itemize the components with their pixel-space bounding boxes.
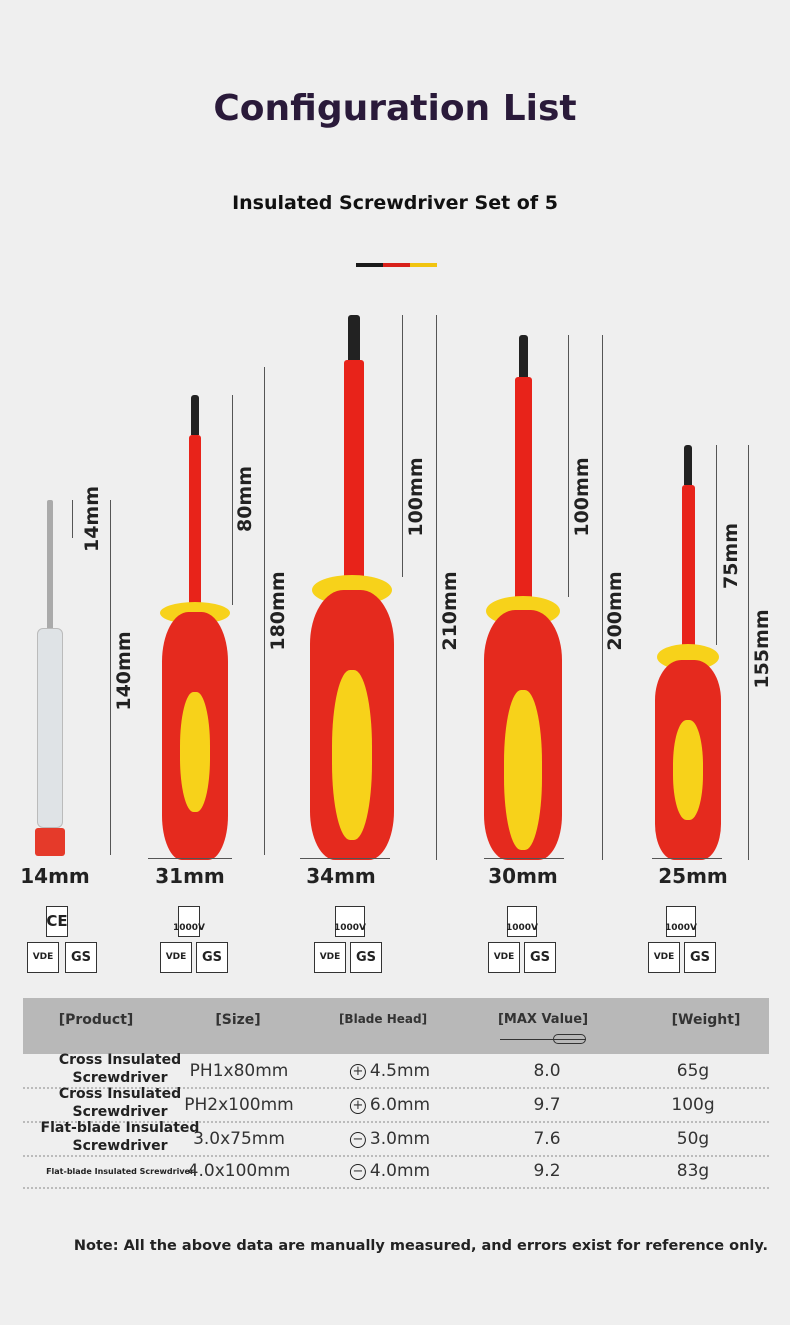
- product-name: Cross Insulated Screwdriver: [58, 1052, 182, 1086]
- table-row: Cross Insulated Screwdriver PH1x80mm +4.…: [23, 1052, 769, 1089]
- vde-mark-icon: VDE: [488, 942, 520, 973]
- page-title: Configuration List: [213, 88, 577, 129]
- blade-head-value: 3.0mm: [369, 1129, 431, 1149]
- max-value: 9.7: [533, 1095, 561, 1115]
- sd3-length-dimension: 200mm: [604, 571, 626, 651]
- vde-mark-icon: VDE: [314, 942, 346, 973]
- tester-width: 14mm: [20, 864, 90, 888]
- dimension-line: [602, 335, 603, 860]
- max-value: 8.0: [533, 1061, 561, 1081]
- weight: 83g: [676, 1161, 710, 1181]
- weight: 65g: [676, 1061, 710, 1081]
- gs-mark-icon: GS: [684, 942, 716, 973]
- minus-circle-icon: −: [349, 1164, 366, 1180]
- blade-head: −4.0mm: [349, 1161, 431, 1181]
- minus-circle-icon: −: [349, 1132, 366, 1148]
- weight: 50g: [676, 1129, 710, 1149]
- dimension-line: [484, 858, 564, 859]
- dimension-line: [148, 858, 232, 859]
- ce-mark-icon: CE: [46, 906, 68, 937]
- sd1-width: 31mm: [155, 864, 225, 888]
- size: PH2x100mm: [184, 1095, 294, 1115]
- table-row: Flat-blade Insulated Screwdriver 3.0x75m…: [23, 1120, 769, 1157]
- gs-mark-icon: GS: [350, 942, 382, 973]
- accent-bar-black: [356, 263, 383, 267]
- dimension-line: [300, 858, 390, 859]
- dimension-line: [748, 445, 749, 860]
- sd2-width: 34mm: [306, 864, 376, 888]
- sd4-length-dimension: 155mm: [751, 609, 773, 689]
- sd3-width: 30mm: [488, 864, 558, 888]
- dimension-line: [110, 500, 111, 855]
- dimension-line: [72, 500, 73, 538]
- screwdriver-diagram-icon: [500, 1039, 586, 1040]
- accent-bar-yellow: [410, 263, 437, 267]
- screwdriver-handle-icon: [553, 1034, 586, 1044]
- table-row: Cross Insulated Screwdriver PH2x100mm +6…: [23, 1086, 769, 1123]
- blade-head-value: 4.5mm: [369, 1061, 431, 1081]
- gs-mark-icon: GS: [196, 942, 228, 973]
- dimension-line: [402, 315, 403, 577]
- blade-head-value: 6.0mm: [369, 1095, 431, 1115]
- dimension-line: [436, 315, 437, 860]
- dimension-line: [568, 335, 569, 597]
- blade-head-value: 4.0mm: [369, 1161, 431, 1181]
- sd1-blade-dimension: 80mm: [234, 465, 256, 533]
- header-max-value: [MAX Value]: [497, 1012, 589, 1027]
- tester-length-dimension: 140mm: [113, 631, 135, 711]
- dimension-line: [716, 445, 717, 645]
- weight: 100g: [671, 1095, 715, 1115]
- table-row: Flat-blade Insulated Screwdriver 4.0x100…: [23, 1157, 769, 1189]
- dimension-line: [232, 395, 233, 605]
- dimension-line: [264, 367, 265, 855]
- sd1-length-dimension: 180mm: [267, 571, 289, 651]
- gs-mark-icon: GS: [65, 942, 97, 973]
- sd2-blade-dimension: 100mm: [405, 457, 427, 537]
- accent-bar-red: [383, 263, 410, 267]
- plus-circle-icon: +: [349, 1064, 366, 1080]
- max-value: 7.6: [533, 1129, 561, 1149]
- voltage-1000v-icon: 1000V: [334, 906, 366, 937]
- vde-mark-icon: VDE: [160, 942, 192, 973]
- sd2-length-dimension: 210mm: [439, 571, 461, 651]
- max-value: 9.2: [533, 1161, 561, 1181]
- size: 3.0x75mm: [193, 1129, 285, 1149]
- sd3-blade-dimension: 100mm: [571, 457, 593, 537]
- product-name: Cross Insulated Screwdriver: [58, 1086, 182, 1120]
- gs-mark-icon: GS: [524, 942, 556, 973]
- disclaimer-note: Note: All the above data are manually me…: [73, 1238, 768, 1254]
- header-blade-head: [Blade Head]: [338, 1012, 428, 1026]
- product-name: Flat-blade Insulated Screwdriver: [46, 1167, 194, 1176]
- dimension-line: [652, 858, 722, 859]
- sd4-blade-dimension: 75mm: [720, 522, 742, 590]
- blade-head: +6.0mm: [349, 1095, 431, 1115]
- voltage-1000v-icon: 1000V: [665, 906, 697, 937]
- size: PH1x80mm: [189, 1061, 289, 1081]
- header-weight: [Weight]: [671, 1012, 741, 1028]
- table-header: [Product] [Size] [Blade Head] [MAX Value…: [23, 998, 769, 1054]
- product-name: Flat-blade Insulated Screwdriver: [40, 1120, 200, 1154]
- blade-head: −3.0mm: [349, 1129, 431, 1149]
- subtitle: Insulated Screwdriver Set of 5: [232, 192, 558, 214]
- header-size: [Size]: [215, 1012, 261, 1028]
- size: 4.0x100mm: [187, 1161, 291, 1181]
- voltage-1000v-icon: 1000V: [506, 906, 538, 937]
- tester-tip-dimension: 14mm: [81, 485, 103, 553]
- header-product: [Product]: [58, 1012, 134, 1028]
- blade-head: +4.5mm: [349, 1061, 431, 1081]
- plus-circle-icon: +: [349, 1098, 366, 1114]
- voltage-1000v-icon: 1000V: [173, 906, 205, 937]
- vde-mark-icon: VDE: [27, 942, 59, 973]
- vde-mark-icon: VDE: [648, 942, 680, 973]
- sd4-width: 25mm: [658, 864, 728, 888]
